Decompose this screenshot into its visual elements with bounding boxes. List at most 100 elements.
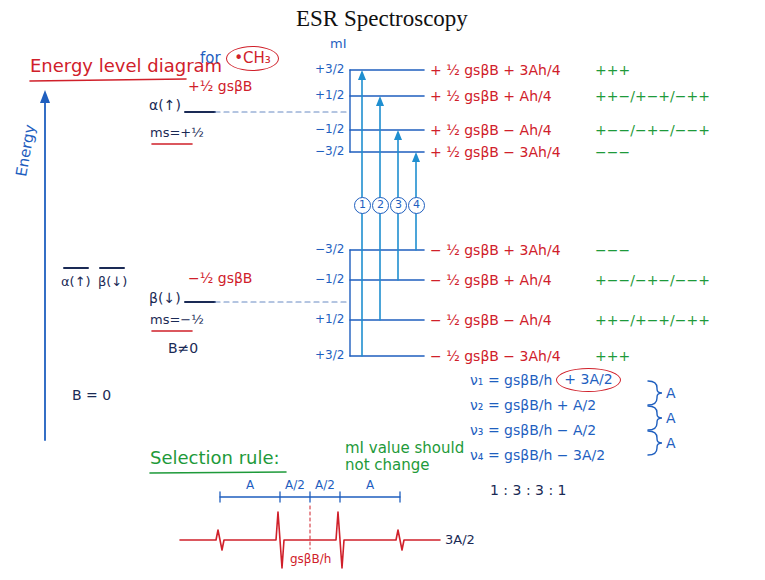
heading-note: for [200,50,221,67]
transition-arrows [362,79,416,356]
level-line [350,95,424,97]
mi-value: −1/2 [315,123,344,137]
node-text: 1 [359,199,366,211]
transition-heads [358,70,420,162]
spin-combination: +−−/−+−/−−+ [595,122,710,138]
transition-frequency: ν₁ = gsβB/h [470,372,552,388]
spectrum-label: A [366,479,374,493]
bracket [648,381,662,405]
dimension-tick [399,492,400,502]
dimension-tick [309,492,310,502]
rule-note: mI value should not change [345,440,480,475]
spectrum-label: 3A/2 [445,533,475,548]
node-text: 4 [413,199,420,211]
mi-value: +3/2 [315,349,344,363]
spin-combination: +−−/−+−/−−+ [595,272,710,288]
mi-value: −3/2 [315,145,344,159]
dashed-guide [215,111,348,112]
node-text: 2 [377,199,384,211]
bracket [648,431,662,455]
mi-value: +3/2 [315,63,344,77]
mi-value: −3/2 [315,243,344,257]
dimension-tick [219,492,220,502]
level-energy: + ½ gsβB − 3Ah/4 [430,144,561,160]
spacing-label: A [666,385,676,401]
ms-underline [152,143,192,145]
transition-frequency: ν₄ = gsβB/h − 3A/2 [470,447,605,463]
callout-number: 2 [372,197,389,214]
rule-note: Selection rule: [150,448,280,469]
ms-label: ms=+½ [150,126,204,141]
level-line [350,69,424,71]
title-underline [30,79,186,81]
arrowhead [376,96,384,106]
spin-combination: ++−/+−+/−++ [595,312,710,328]
energy-axis [44,100,46,440]
spin-combination: +++ [595,62,630,78]
dimension-tick [339,492,340,502]
spectrum-label: A [246,479,254,493]
axis-label: Energy [13,123,39,178]
beta-level [185,301,215,303]
mi-value: −1/2 [315,273,344,287]
level-energy: − ½ gsβB − Ah/4 [430,312,552,328]
axis-arrowhead [40,90,50,103]
field-label: B≠0 [168,340,198,356]
spacing-label: A [666,410,676,426]
slide-title: ESR Spectroscopy [296,6,468,32]
selection-underline [150,472,286,473]
ladder-spine [349,250,350,356]
dashed-guide [215,301,348,302]
level-energy: − ½ gsβB + Ah/4 [430,272,552,288]
spacing-label: A [666,435,676,451]
level-line [350,279,424,281]
ladder-spine [349,70,350,152]
arrowhead [394,130,402,140]
radical-circle: •CH₃ [226,46,279,71]
level-energy: − ½ gsβB + 3Ah/4 [430,242,561,258]
heading-note: Energy level diagram [30,56,222,77]
zeeman-energy: −½ gsβB [188,270,252,286]
level-energy: + ½ gsβB − Ah/4 [430,122,552,138]
mi-value: +1/2 [315,89,344,103]
highlight-circle: + 3A/2 [556,368,621,392]
level-line [350,319,424,321]
spin-combination: −−− [595,144,630,160]
column-heading: mI [330,37,347,52]
node-text: •CH₃ [234,50,271,67]
spin-combination: +++ [595,348,630,364]
level-line [350,151,424,153]
transition-frequency: ν₃ = gsβB/h − A/2 [470,422,596,438]
level-line [350,355,424,357]
transition-line [361,79,363,356]
ms-underline [152,330,192,332]
brackets [648,381,662,455]
level-energy: − ½ gsβB − 3Ah/4 [430,348,561,364]
spectrum-label: A/2 [315,479,335,493]
degenerate-level [64,267,88,269]
transition-frequency: ν₂ = gsβB/h + A/2 [470,397,596,413]
spin-label: α(↑) [149,97,181,113]
level-energy: + ½ gsβB + 3Ah/4 [430,62,561,78]
center-marker [310,506,311,549]
esr-spectrum [180,512,440,568]
arrowhead [412,152,420,162]
level-energy: + ½ gsβB + Ah/4 [430,88,552,104]
intensity-ratio: 1 : 3 : 3 : 1 [490,482,566,498]
alpha-level [185,111,215,113]
mi-value: +1/2 [315,313,344,327]
callout-number: 1 [354,197,371,214]
ms-label: ms=−½ [150,313,204,328]
bracket [648,406,662,430]
hyperfine-levels [350,70,424,356]
spin-label: β(↓) [98,275,127,290]
spin-combination: ++−/+−+/−++ [595,88,710,104]
zeeman-energy: +½ gsβB [188,78,252,94]
spin-label: α(↑) [61,275,91,290]
level-line [350,249,424,251]
callout-number: 4 [408,197,425,214]
spin-combination: −−− [595,242,630,258]
degenerate-level [100,267,124,269]
